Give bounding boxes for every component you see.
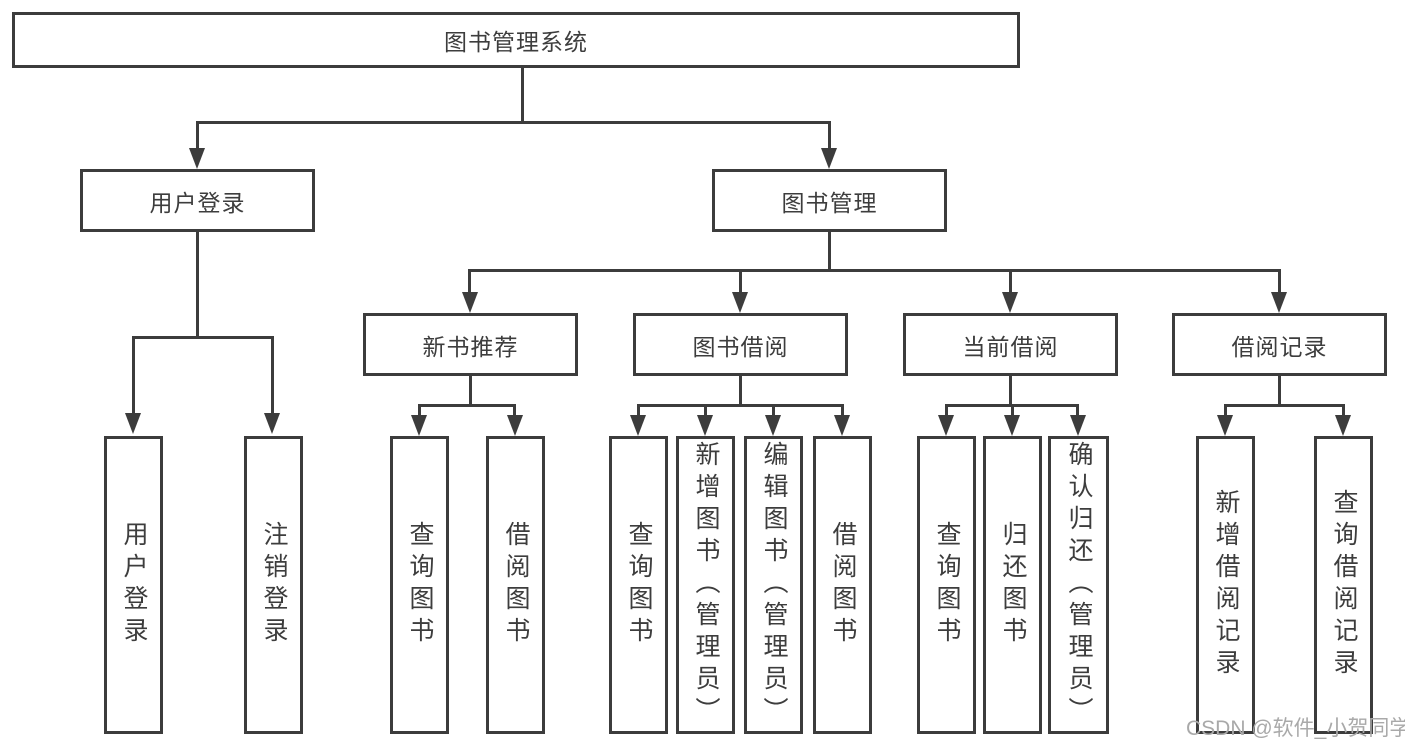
node-leaf-user-login: 用户登录 xyxy=(104,436,163,734)
node-leaf-query-books-current: 查询图书 xyxy=(917,436,976,734)
connector-arrow-stem xyxy=(1224,404,1227,417)
connector-level1-hline xyxy=(196,121,831,124)
node-label: 当前借阅 xyxy=(962,333,1059,360)
node-leaf-return-books: 归还图书 xyxy=(983,436,1042,734)
connector-arrow-stem xyxy=(1076,404,1079,417)
connector-stem xyxy=(469,376,472,407)
node-label: 用户登录 xyxy=(149,189,246,216)
connector-arrow-stem xyxy=(828,121,831,149)
node-label: 新增图书（管理员） xyxy=(692,441,720,729)
node-label: 查询图书 xyxy=(625,521,653,649)
arrow-down-icon xyxy=(1070,415,1086,436)
arrow-down-icon xyxy=(1004,415,1020,436)
node-label: 查询图书 xyxy=(406,521,434,649)
node-label: 新增借阅记录 xyxy=(1212,489,1240,681)
connector-arrow-stem xyxy=(704,404,707,417)
connector-hline xyxy=(418,404,516,407)
connector-arrow-stem xyxy=(637,404,640,417)
node-label: 查询图书 xyxy=(933,521,961,649)
connector-level3-hline xyxy=(468,269,1281,272)
node-library-management-system: 图书管理系统 xyxy=(12,12,1020,68)
connector-arrow-stem xyxy=(739,269,742,293)
node-current-borrowing: 当前借阅 xyxy=(903,313,1118,376)
node-leaf-add-book-admin: 新增图书（管理员） xyxy=(676,436,735,734)
node-label: 借阅记录 xyxy=(1231,333,1328,360)
connector-user-login-hline xyxy=(132,336,274,339)
connector-stem xyxy=(739,376,742,407)
arrow-down-icon xyxy=(1217,415,1233,436)
node-label: 用户登录 xyxy=(120,521,148,649)
watermark: CSDN @软件_小贺同学 xyxy=(1186,717,1405,740)
connector-user-login-stem xyxy=(196,232,199,339)
arrow-down-icon xyxy=(1335,415,1351,436)
connector-arrow-stem xyxy=(196,121,199,149)
node-label: 图书管理 xyxy=(781,189,878,216)
connector-arrow-stem xyxy=(772,404,775,417)
node-label: 借阅图书 xyxy=(829,521,857,649)
connector-book-mgmt-stem xyxy=(828,232,831,272)
node-borrowing-records: 借阅记录 xyxy=(1172,313,1387,376)
connector-arrow-stem xyxy=(1009,269,1012,293)
node-user-login: 用户登录 xyxy=(80,169,315,232)
connector-root-stem xyxy=(521,68,524,124)
node-label: 借阅图书 xyxy=(502,521,530,649)
connector-hline xyxy=(637,404,844,407)
arrow-down-icon xyxy=(1271,292,1287,313)
arrow-down-icon xyxy=(264,413,280,434)
node-leaf-borrow-books-recommend: 借阅图书 xyxy=(486,436,545,734)
node-new-book-recommend: 新书推荐 xyxy=(363,313,578,376)
arrow-down-icon xyxy=(630,415,646,436)
arrow-down-icon xyxy=(732,292,748,313)
arrow-down-icon xyxy=(821,148,837,169)
arrow-down-icon xyxy=(189,148,205,169)
node-leaf-borrow-books-borrowing: 借阅图书 xyxy=(813,436,872,734)
node-leaf-query-books-recommend: 查询图书 xyxy=(390,436,449,734)
connector-arrow-stem xyxy=(1278,269,1281,293)
arrow-down-icon xyxy=(462,292,478,313)
arrow-down-icon xyxy=(938,415,954,436)
node-leaf-confirm-return-admin: 确认归还（管理员） xyxy=(1048,436,1109,734)
node-label: 新书推荐 xyxy=(422,333,519,360)
connector-arrow-stem xyxy=(418,404,421,417)
arrow-down-icon xyxy=(697,415,713,436)
connector-arrow-stem xyxy=(1011,404,1014,417)
connector-arrow-stem xyxy=(945,404,948,417)
connector-arrow-stem xyxy=(271,336,274,414)
connector-arrow-stem xyxy=(1342,404,1345,417)
node-leaf-edit-book-admin: 编辑图书（管理员） xyxy=(744,436,803,734)
node-label: 图书借阅 xyxy=(692,333,789,360)
connector-arrow-stem xyxy=(841,404,844,417)
node-label: 注销登录 xyxy=(260,521,288,649)
connector-arrow-stem xyxy=(132,336,135,414)
node-label: 图书管理系统 xyxy=(444,29,588,55)
node-label: 归还图书 xyxy=(999,521,1027,649)
node-leaf-query-borrow-record: 查询借阅记录 xyxy=(1314,436,1373,734)
connector-hline xyxy=(1224,404,1345,407)
arrow-down-icon xyxy=(411,415,427,436)
connector-arrow-stem xyxy=(513,404,516,417)
node-leaf-add-borrow-record: 新增借阅记录 xyxy=(1196,436,1255,734)
arrow-down-icon xyxy=(507,415,523,436)
node-label: 确认归还（管理员） xyxy=(1065,441,1093,729)
arrow-down-icon xyxy=(125,413,141,434)
arrow-down-icon xyxy=(765,415,781,436)
node-book-management: 图书管理 xyxy=(712,169,947,232)
arrow-down-icon xyxy=(1002,292,1018,313)
arrow-down-icon xyxy=(834,415,850,436)
node-leaf-query-books-borrowing: 查询图书 xyxy=(609,436,668,734)
connector-stem xyxy=(1278,376,1281,407)
node-label: 编辑图书（管理员） xyxy=(760,441,788,729)
node-leaf-logout: 注销登录 xyxy=(244,436,303,734)
connector-arrow-stem xyxy=(468,269,471,293)
connector-stem xyxy=(1009,376,1012,407)
node-book-borrowing: 图书借阅 xyxy=(633,313,848,376)
node-label: 查询借阅记录 xyxy=(1330,489,1358,681)
